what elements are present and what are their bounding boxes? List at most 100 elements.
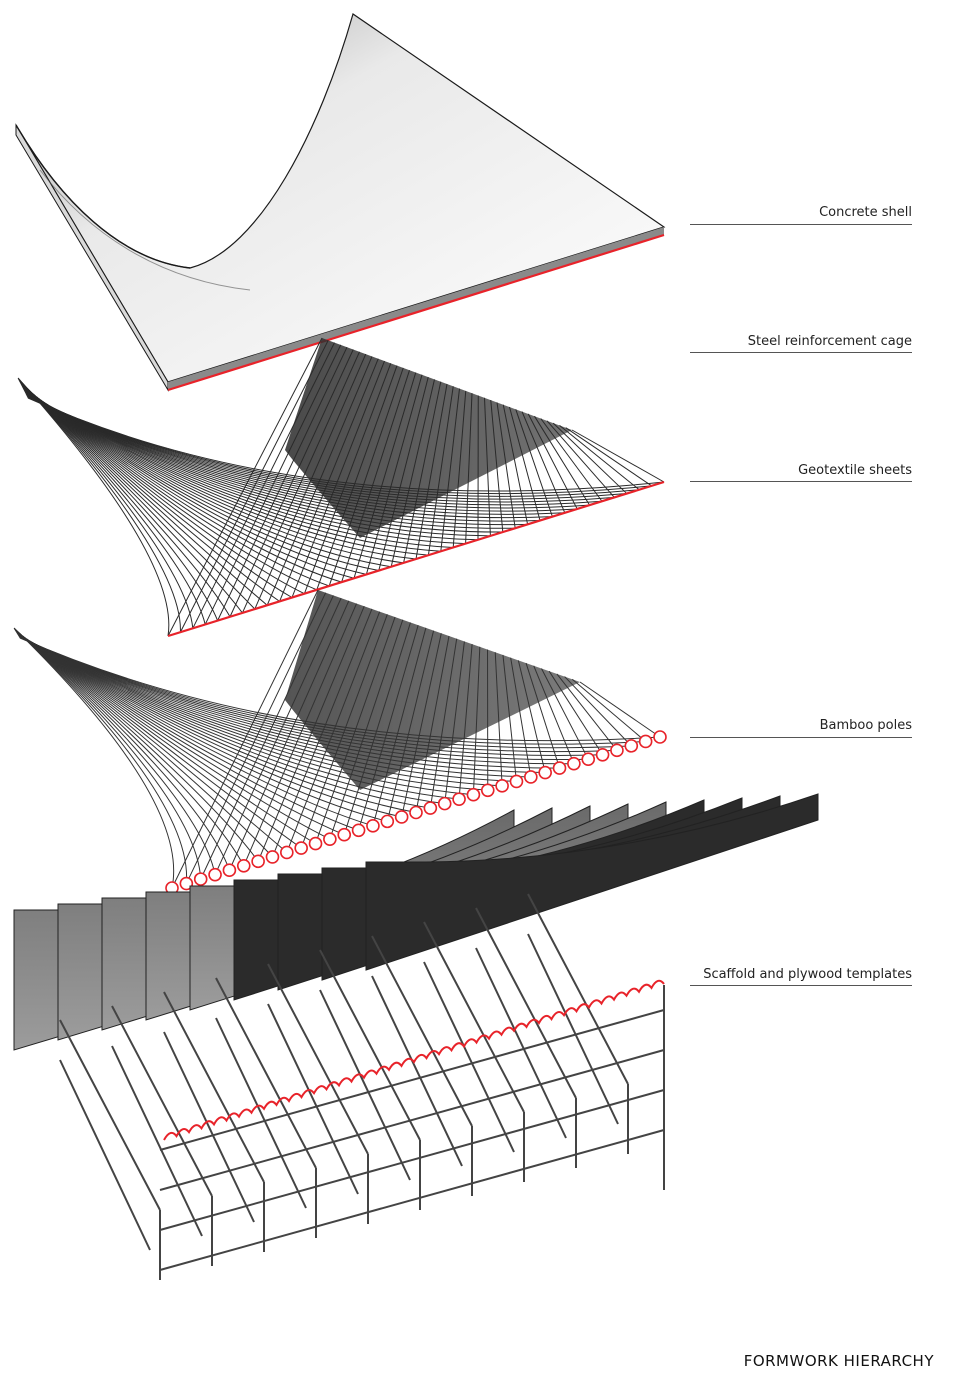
label-steel-reinforcement-cage: Steel reinforcement cage	[747, 334, 912, 349]
scaffold-brace	[475, 947, 567, 1139]
bamboo-end	[653, 730, 667, 744]
bamboo-pole	[18, 634, 531, 778]
rebar-line	[353, 372, 417, 579]
rebar-line	[21, 386, 379, 572]
label-bamboo-poles: Bamboo poles	[819, 718, 912, 733]
rebar-line	[17, 378, 181, 633]
rebar-line	[204, 344, 342, 625]
bamboo-pole	[18, 635, 546, 774]
bamboo-pole	[16, 632, 417, 813]
leader-line-geotextile	[690, 481, 912, 482]
bamboo-pole	[517, 660, 546, 773]
scaffold-brace	[163, 1031, 255, 1223]
bamboo-end	[552, 761, 567, 775]
rebar-line	[27, 397, 665, 492]
bamboo-end	[380, 814, 395, 829]
rebar-line	[534, 415, 591, 506]
rebar-line	[217, 346, 348, 621]
scaffold-brace	[59, 1059, 151, 1251]
scaffold-brace	[527, 933, 619, 1125]
rebar-line	[365, 374, 423, 575]
bamboo-pole	[14, 629, 273, 858]
scaffold-brace	[319, 989, 411, 1181]
rebar-line	[546, 420, 615, 498]
bamboo-pole	[579, 681, 661, 738]
bamboo-end	[581, 752, 596, 767]
rebar-line	[19, 381, 256, 610]
bamboo-pole	[14, 628, 230, 871]
bamboo-end	[208, 867, 222, 882]
rebar-line	[403, 381, 442, 563]
bamboo-pole	[14, 629, 245, 867]
bamboo-pole	[15, 629, 288, 853]
bamboo-pole	[13, 627, 175, 889]
bamboo-end	[280, 845, 294, 860]
rebar-line	[527, 413, 578, 510]
bamboo-pole	[15, 630, 302, 849]
bamboo-pole	[17, 633, 460, 800]
bamboo-end	[337, 827, 352, 842]
bamboo-pole	[510, 657, 532, 778]
scaffold-post	[371, 935, 473, 1127]
bamboo-pole	[18, 635, 574, 765]
scaffold-brace	[371, 975, 463, 1167]
scaffold-plywood-layer	[13, 793, 819, 1280]
scaffold-post	[59, 1019, 161, 1211]
rebar-line	[328, 367, 404, 587]
scaffold-post	[527, 893, 629, 1085]
diagram-title: FORMWORK HIERARCHY	[743, 1352, 934, 1370]
bamboo-end	[567, 756, 581, 771]
bamboo-end	[265, 850, 280, 864]
bamboo-pole	[372, 627, 427, 826]
bamboo-pole	[494, 652, 503, 786]
bamboo-end	[366, 819, 380, 833]
rebar-line	[266, 356, 373, 606]
rebar-line	[291, 360, 385, 598]
bamboo-end	[236, 858, 251, 873]
bamboo-end	[294, 841, 308, 855]
bamboo-pole	[13, 627, 188, 884]
scaffold-brace	[215, 1017, 307, 1209]
rebar-line	[22, 388, 429, 556]
bamboo-pole	[17, 634, 503, 787]
bamboo-pole	[14, 628, 202, 880]
steel-reinforcement-cage-layer	[17, 337, 665, 638]
bamboo-pole	[472, 646, 481, 795]
scaffold-post	[111, 1005, 213, 1197]
rebar-line	[20, 383, 305, 595]
bamboo-pole	[15, 630, 331, 840]
bamboo-end	[222, 863, 237, 878]
bamboo-end	[452, 792, 466, 806]
rebar-line	[18, 380, 231, 617]
bamboo-end	[323, 832, 337, 846]
rebar-line	[552, 422, 628, 494]
bamboo-pole	[315, 616, 396, 844]
rebar-line	[490, 400, 504, 533]
leader-line-steel	[690, 352, 912, 353]
bamboo-pole	[243, 603, 357, 866]
rebar-line	[23, 388, 441, 552]
scaffold-post	[423, 921, 525, 1113]
scaffold-brace	[423, 961, 515, 1153]
rebar-line	[19, 382, 280, 602]
scaffold-post	[475, 907, 577, 1099]
bamboo-end	[193, 872, 208, 886]
bamboo-pole	[17, 634, 488, 791]
bamboo-pole	[19, 636, 603, 756]
leader-line-concrete	[690, 224, 912, 225]
rebar-line	[415, 383, 448, 560]
bamboo-end	[394, 810, 409, 824]
bamboo-pole	[16, 631, 374, 827]
rebar-line	[559, 425, 640, 491]
rebar-line	[179, 340, 329, 633]
rebar-line	[465, 393, 473, 544]
bamboo-pole	[16, 631, 388, 822]
rebar-line	[20, 382, 293, 598]
bamboo-pole	[300, 614, 388, 849]
rebar-line	[21, 384, 342, 583]
bamboo-pole	[19, 637, 661, 742]
scaffold-post	[163, 991, 265, 1183]
plywood-template	[365, 793, 819, 971]
bamboo-pole	[18, 636, 589, 761]
scaffold-rail	[159, 1089, 665, 1231]
